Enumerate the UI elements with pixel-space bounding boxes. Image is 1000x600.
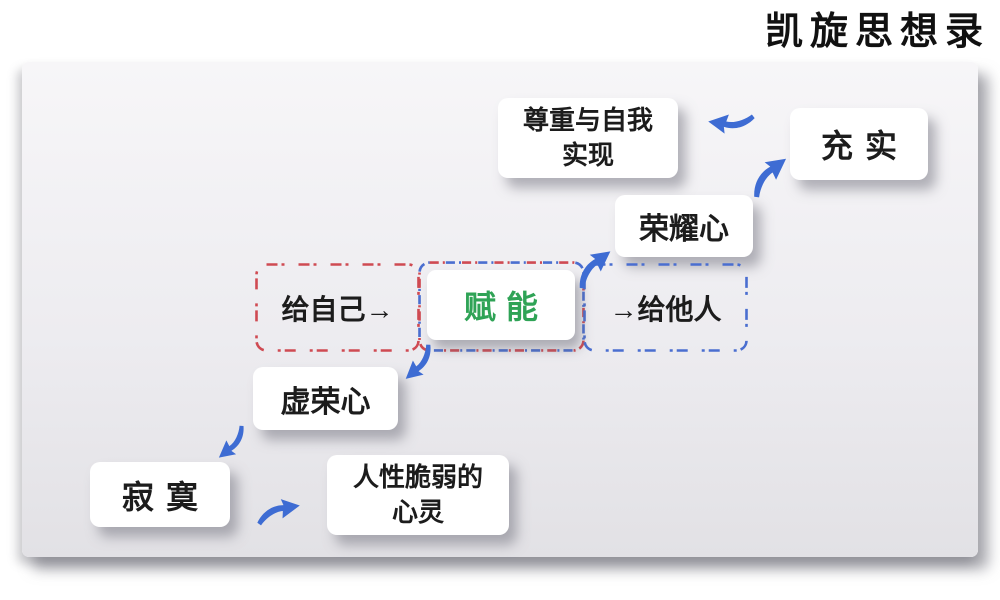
label-empower: 赋能 bbox=[463, 289, 548, 325]
node-honor: 荣耀心 bbox=[615, 195, 753, 257]
node-vanity: 虚荣心 bbox=[253, 367, 398, 430]
arrow-fulfillment-to-esteem-icon bbox=[706, 108, 756, 138]
node-loneliness: 寂寞 bbox=[90, 462, 230, 527]
arrow-loneliness-to-fragile-icon bbox=[253, 496, 303, 526]
node-empower: 赋能 bbox=[427, 270, 575, 340]
diagram-panel: 尊重与自我 实现 充实 荣耀心 给自己→ →给他人 赋能 虚荣心 bbox=[22, 62, 978, 557]
dashed-frame-blue bbox=[583, 263, 748, 352]
label-give-self: 给自己→ bbox=[281, 293, 394, 325]
page-title: 凯旋思想录 bbox=[764, 8, 990, 53]
arrow-vanity-to-loneliness-icon bbox=[211, 423, 255, 465]
dashed-frame-red bbox=[255, 263, 420, 352]
dashed-box-give-self: 给自己→ bbox=[255, 263, 420, 352]
node-fragile: 人性脆弱的 心灵 bbox=[327, 455, 509, 535]
dashed-box-empower bbox=[418, 261, 585, 352]
dashed-frame-red-blue bbox=[418, 261, 585, 352]
label-give-others: →给他人 bbox=[609, 293, 722, 325]
dashed-box-give-others: →给他人 bbox=[583, 263, 748, 352]
arrow-honor-to-fulfillment-icon bbox=[741, 150, 795, 200]
node-esteem: 尊重与自我 实现 bbox=[498, 98, 678, 178]
node-fulfillment: 充实 bbox=[790, 108, 928, 180]
